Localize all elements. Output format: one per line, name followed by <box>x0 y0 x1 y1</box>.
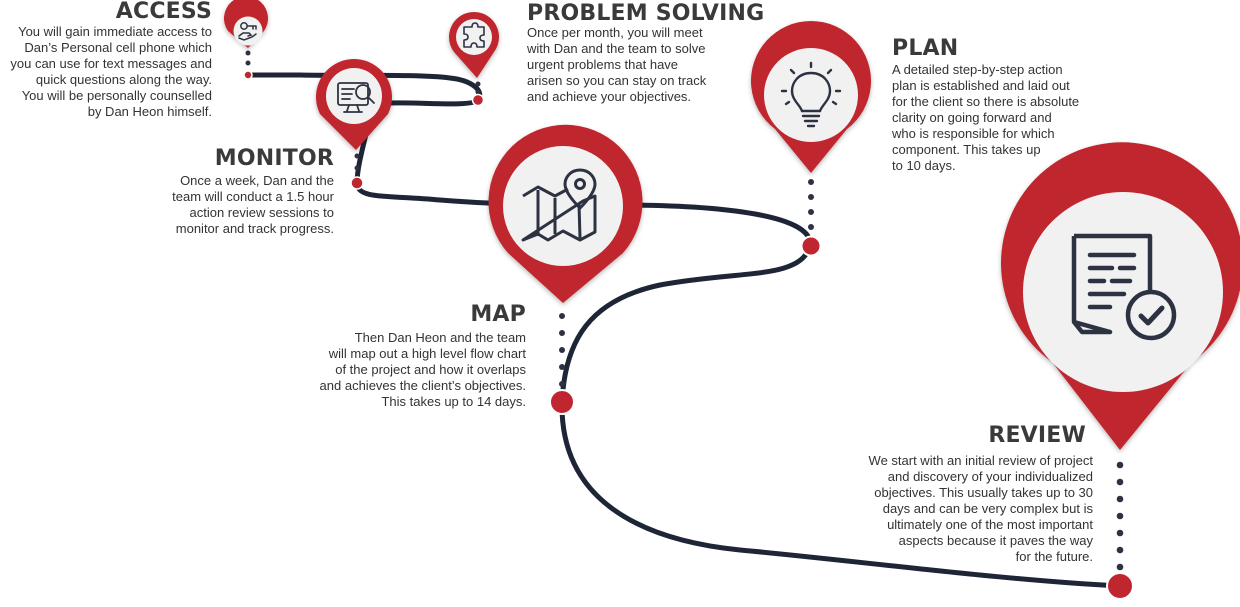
pin-problem-solving <box>449 12 499 79</box>
step-desc-map: Then Dan Heon and the team will map out … <box>319 330 526 409</box>
step-desc-access: You will gain immediate access to Dan’s … <box>10 24 212 119</box>
step-title-access: ACCESS <box>115 0 212 24</box>
puzzle-icon <box>463 22 485 48</box>
step-desc-plan: A detailed step-by-step action plan is e… <box>892 62 1080 173</box>
step-desc-monitor: Once a week, Dan and the team will condu… <box>172 173 334 236</box>
pin-monitor <box>316 59 393 151</box>
pin-plan <box>751 21 872 173</box>
pin-review <box>1001 142 1240 450</box>
step-title-monitor: MONITOR <box>214 146 334 171</box>
step-title-map: MAP <box>470 302 526 327</box>
step-title-problem-solving: PROBLEM SOLVING <box>527 1 765 26</box>
step-desc-problem-solving: Once per month, you will meet with Dan a… <box>527 25 707 104</box>
step-title-plan: PLAN <box>892 36 959 61</box>
step-title-review: REVIEW <box>988 423 1086 448</box>
monitor-search-icon <box>337 82 375 113</box>
map-pin-icon <box>521 168 597 242</box>
dotted-connectors <box>245 50 1124 571</box>
path-dots <box>243 70 1134 600</box>
pin-map <box>488 124 643 303</box>
pin-access <box>224 0 268 48</box>
step-desc-review: We start with an initial review of proje… <box>868 453 1093 564</box>
document-check-icon <box>1071 233 1177 341</box>
hand-key-icon <box>238 22 257 41</box>
lightbulb-icon <box>780 61 842 128</box>
